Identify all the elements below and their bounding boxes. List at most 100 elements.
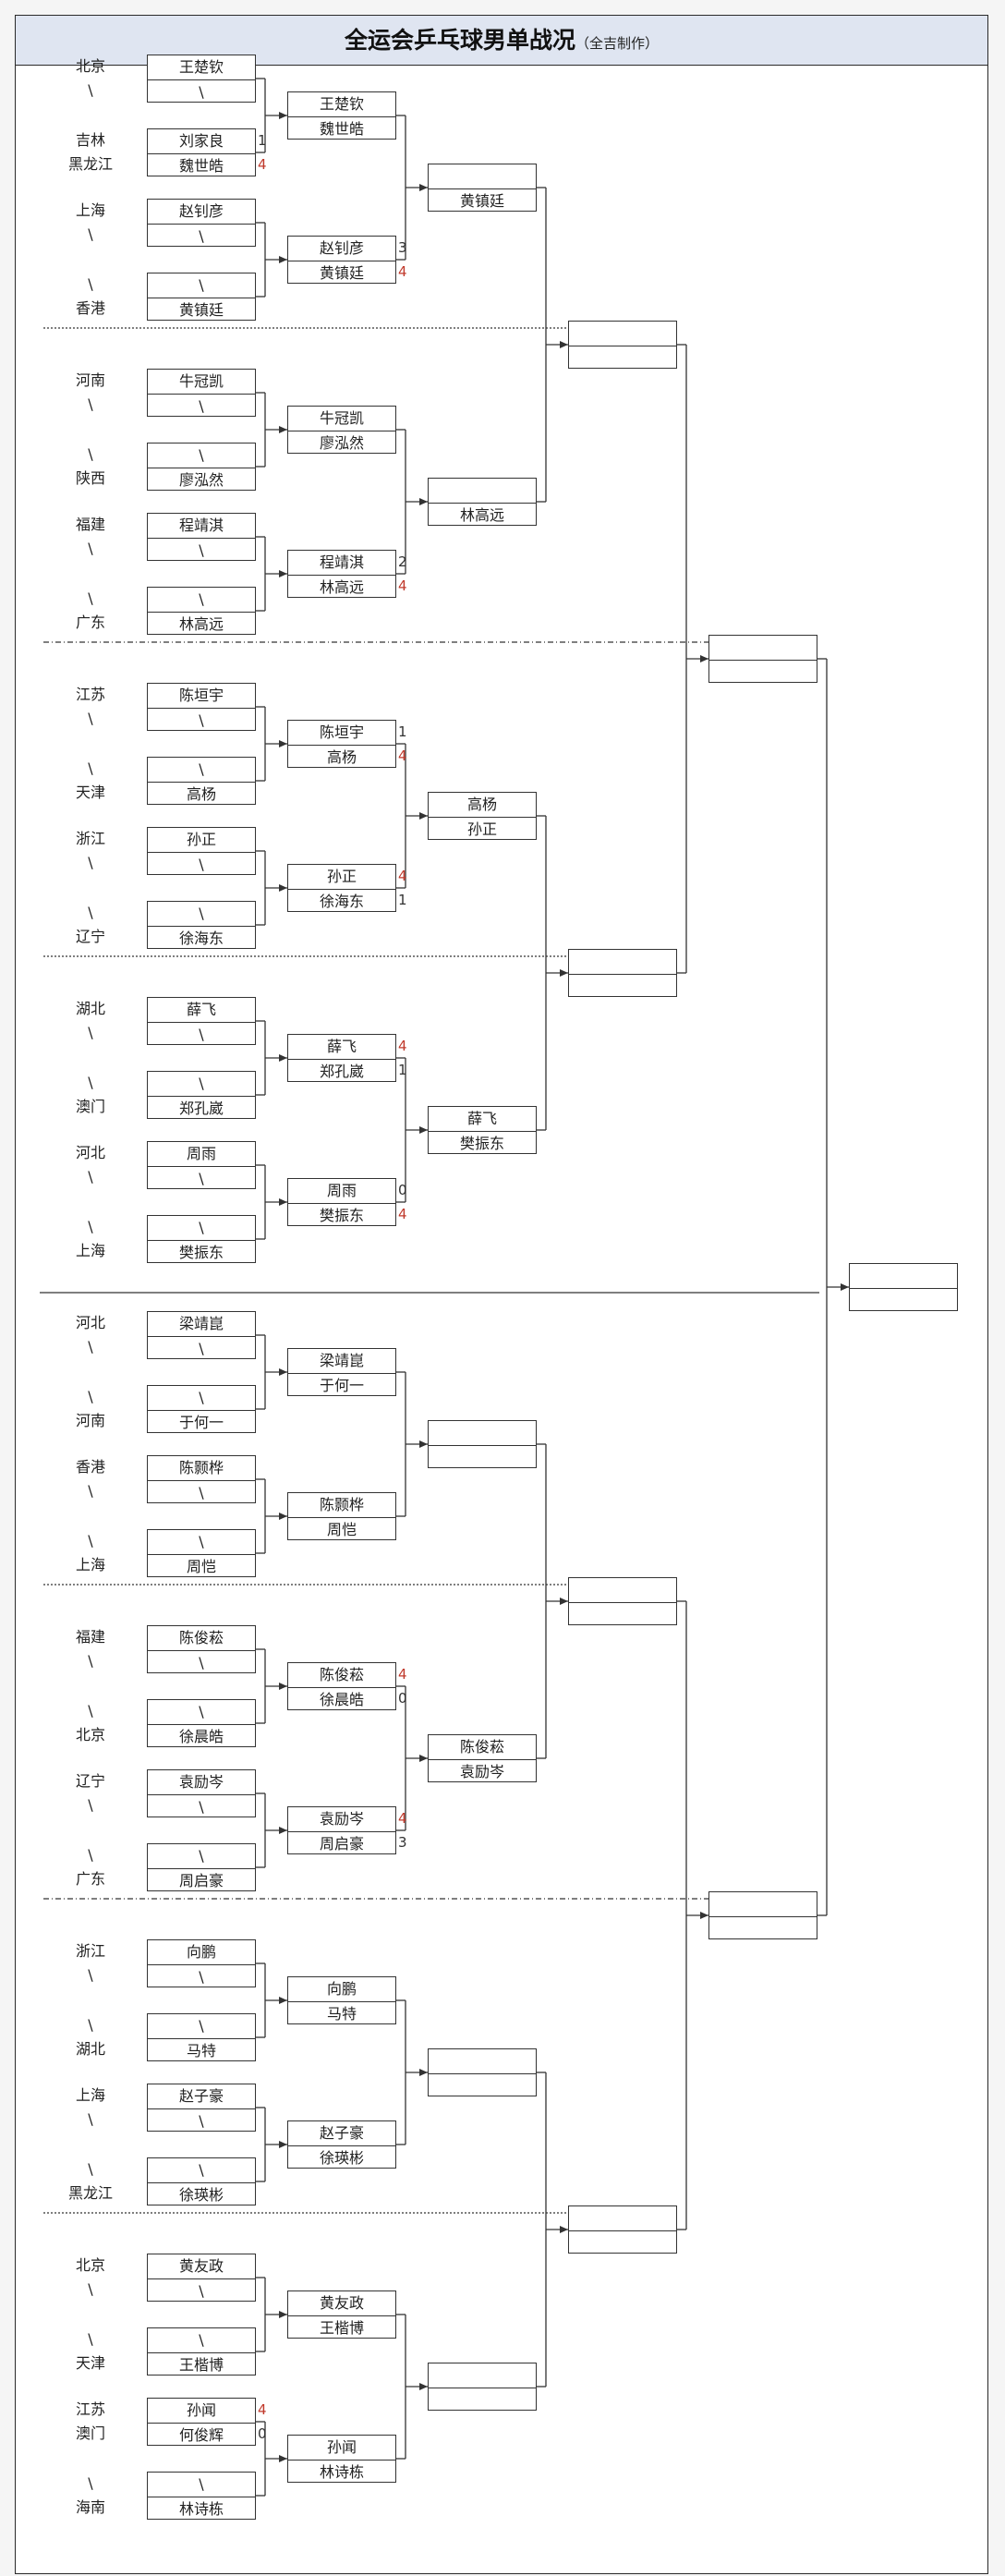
province-label: 福建 <box>75 516 105 533</box>
game-score: 4 <box>398 1666 407 1683</box>
province-label: 福建 <box>75 1628 105 1646</box>
player-name-top: \ <box>199 1389 204 1406</box>
player-name-top: 孙正 <box>326 868 357 885</box>
r2-match-box: 孙正徐海东 <box>287 864 396 912</box>
player-name-top: 牛冠凯 <box>319 409 364 427</box>
r1-match-box: \于何一 <box>147 1385 256 1433</box>
r1-match-box: 刘家良魏世皓 <box>147 128 256 176</box>
player-name-bottom: 樊振东 <box>429 1131 536 1155</box>
province-label: \ <box>88 1074 93 1091</box>
player-name-top: 向鹏 <box>326 1980 357 1998</box>
player-name-top: 陈俊菘 <box>319 1666 364 1683</box>
player-name-bottom <box>429 1445 536 1469</box>
province-label: \ <box>88 2016 93 2034</box>
game-score: 1 <box>398 1062 407 1078</box>
province-label: \ <box>88 395 93 413</box>
player-name-bottom: 孙正 <box>429 817 536 841</box>
player-name-bottom: \ <box>148 224 255 248</box>
r2-match-box: 陈垣宇高杨 <box>287 720 396 768</box>
player-name-bottom: 徐海东 <box>288 889 395 913</box>
player-name-bottom: 魏世皓 <box>148 153 255 177</box>
r2-match-box: 赵子豪徐瑛彬 <box>287 2120 396 2169</box>
province-label: 浙江 <box>75 830 105 847</box>
province-label: 澳门 <box>75 1098 105 1115</box>
arrow-head <box>560 341 568 348</box>
player-name-top: 赵子豪 <box>178 2087 224 2105</box>
arrow-head <box>279 1997 287 2004</box>
arrow-head <box>700 1912 708 1919</box>
player-name-bottom: 黄镇廷 <box>288 261 395 285</box>
player-name-top: 梁靖崑 <box>178 1315 224 1332</box>
province-label: \ <box>88 1338 93 1355</box>
player-name-top: 王楚钦 <box>178 58 224 76</box>
player-name-top: \ <box>199 276 204 294</box>
arrow-head <box>419 2383 428 2390</box>
arrow-head <box>279 1683 287 1690</box>
province-label: \ <box>88 1966 93 1984</box>
player-name-bottom: 于何一 <box>288 1373 395 1397</box>
arrow-head <box>279 884 287 892</box>
province-label: \ <box>88 1796 93 1814</box>
province-label: 澳门 <box>75 2424 105 2442</box>
player-name-top: 黄友政 <box>178 2257 224 2275</box>
arrow-head <box>279 1198 287 1206</box>
r2-match-box: 黄友政王楷博 <box>287 2290 396 2339</box>
arrow-head <box>279 740 287 747</box>
bracket-frame: 全运会乒乓球男单战况（全吉制作） 北京\吉林黑龙江上海\\香港王楚钦\刘家良魏世… <box>15 15 988 2574</box>
province-label: 天津 <box>75 2354 105 2372</box>
province-label: 海南 <box>75 2498 105 2516</box>
game-score: 4 <box>398 1038 407 1054</box>
player-name-bottom: 王楷博 <box>288 2315 395 2339</box>
player-name-bottom: 樊振东 <box>148 1240 255 1264</box>
player-name-bottom: \ <box>148 394 255 418</box>
province-label: 黑龙江 <box>67 155 113 173</box>
province-label: 河北 <box>75 1314 105 1331</box>
r1-match-box: 向鹏\ <box>147 1939 256 1987</box>
r2-match-box: 周雨樊振东 <box>287 1178 396 1226</box>
arrow-head <box>279 1513 287 1520</box>
player-name-top: 薛飞 <box>466 1110 497 1127</box>
player-name-top: 陈垣宇 <box>178 687 224 704</box>
player-name-top: 薛飞 <box>186 1001 216 1018</box>
province-label: 北京 <box>75 2256 105 2274</box>
player-name-bottom <box>569 346 676 370</box>
province-label: \ <box>88 2330 93 2348</box>
r2-match-box: 孙闻林诗栋 <box>287 2435 396 2483</box>
player-name-bottom: \ <box>148 538 255 562</box>
player-name-top <box>709 1892 817 1916</box>
player-name-bottom: 袁励岑 <box>429 1759 536 1783</box>
province-label: 辽宁 <box>75 928 105 945</box>
arrow-head <box>279 1054 287 1062</box>
final-match-box <box>849 1263 958 1311</box>
player-name-top: \ <box>199 1075 204 1092</box>
province-label: \ <box>88 2280 93 2298</box>
player-name-top <box>429 479 536 503</box>
r1-match-box: 孙闻何俊辉 <box>147 2398 256 2446</box>
province-label: 河南 <box>75 371 105 389</box>
province-label: 浙江 <box>75 1942 105 1960</box>
province-label: 江苏 <box>75 686 105 703</box>
game-score: 1 <box>258 132 267 149</box>
player-name-bottom: 周启豪 <box>148 1868 255 1892</box>
player-name-top <box>850 1264 957 1288</box>
r3-match-box <box>428 2048 537 2096</box>
arrow-head <box>419 184 428 191</box>
player-name-top: \ <box>199 1847 204 1865</box>
player-name-bottom <box>850 1288 957 1312</box>
player-name-top <box>709 636 817 660</box>
r1-match-box: \廖泓然 <box>147 443 256 491</box>
player-name-bottom: \ <box>148 852 255 876</box>
player-name-bottom: 郑孔崴 <box>288 1059 395 1083</box>
player-name-top: 薛飞 <box>326 1038 357 1055</box>
r2-match-box: 王楚钦魏世皓 <box>287 91 396 140</box>
r2-match-box: 赵钊彦黄镇廷 <box>287 236 396 284</box>
game-score: 4 <box>398 747 407 764</box>
province-label: 河南 <box>75 1412 105 1429</box>
player-name-top: \ <box>199 1703 204 1720</box>
player-name-top: \ <box>199 760 204 778</box>
player-name-bottom: 徐晨皓 <box>288 1687 395 1711</box>
player-name-top: 向鹏 <box>186 1943 216 1961</box>
player-name-bottom: 周恺 <box>288 1517 395 1541</box>
player-name-top: \ <box>199 2017 204 2035</box>
player-name-bottom: 林诗栋 <box>288 2460 395 2484</box>
